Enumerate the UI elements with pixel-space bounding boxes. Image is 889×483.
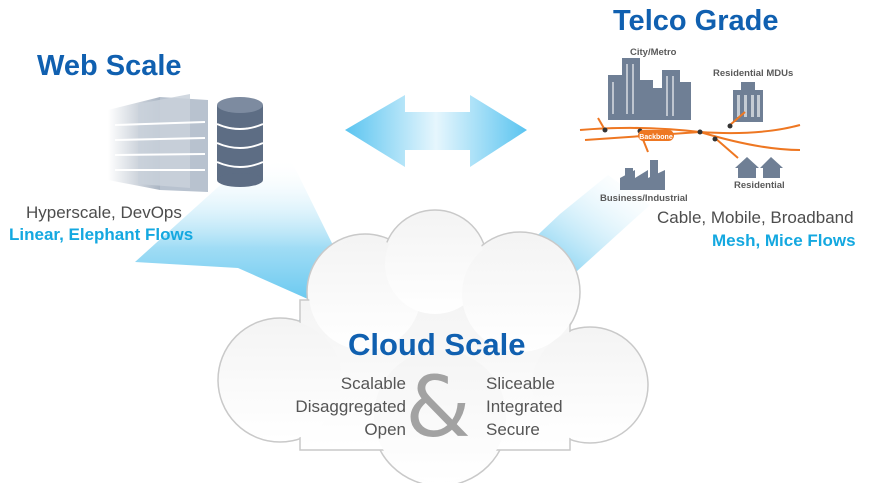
- cloud-left-item: Scalable: [340, 374, 406, 393]
- web-scale-title: Web Scale: [37, 50, 182, 82]
- cloud-right-item: Sliceable: [486, 374, 555, 393]
- city-buildings-icon: [608, 58, 691, 120]
- cloud-left-list: Scalable Disaggregated Open: [295, 372, 406, 441]
- cloud-right-list: Sliceable Integrated Secure: [486, 372, 563, 441]
- telco-grade-line1: Cable, Mobile, Broadband: [657, 208, 854, 227]
- database-icon: [216, 97, 264, 187]
- cloud-right-item: Integrated: [486, 397, 563, 416]
- ampersand: &: [405, 358, 471, 456]
- label-city-metro: City/Metro: [630, 47, 677, 58]
- mdu-building-icon: [733, 82, 763, 122]
- cloud-scale-title: Cloud Scale: [348, 327, 526, 362]
- backbone-badge: [638, 130, 674, 141]
- label-backbone: Backbone: [639, 134, 673, 141]
- label-business-industrial: Business/Industrial: [600, 193, 688, 204]
- label-residential-mdus: Residential MDUs: [713, 68, 793, 79]
- cloud-left-item: Open: [364, 420, 406, 439]
- cloud-left-item: Disaggregated: [295, 397, 406, 416]
- telco-grade-title: Telco Grade: [613, 5, 779, 37]
- web-scale-line1: Hyperscale, DevOps: [26, 203, 182, 222]
- label-residential: Residential: [734, 180, 785, 191]
- cloud-right-item: Secure: [486, 420, 540, 439]
- houses-icon: [735, 157, 783, 178]
- server-rack-icon: [108, 94, 208, 192]
- double-arrow: [345, 95, 527, 167]
- factory-icon: [620, 160, 665, 190]
- web-scale-line2: Linear, Elephant Flows: [9, 225, 194, 244]
- telco-grade-line2: Mesh, Mice Flows: [712, 231, 856, 250]
